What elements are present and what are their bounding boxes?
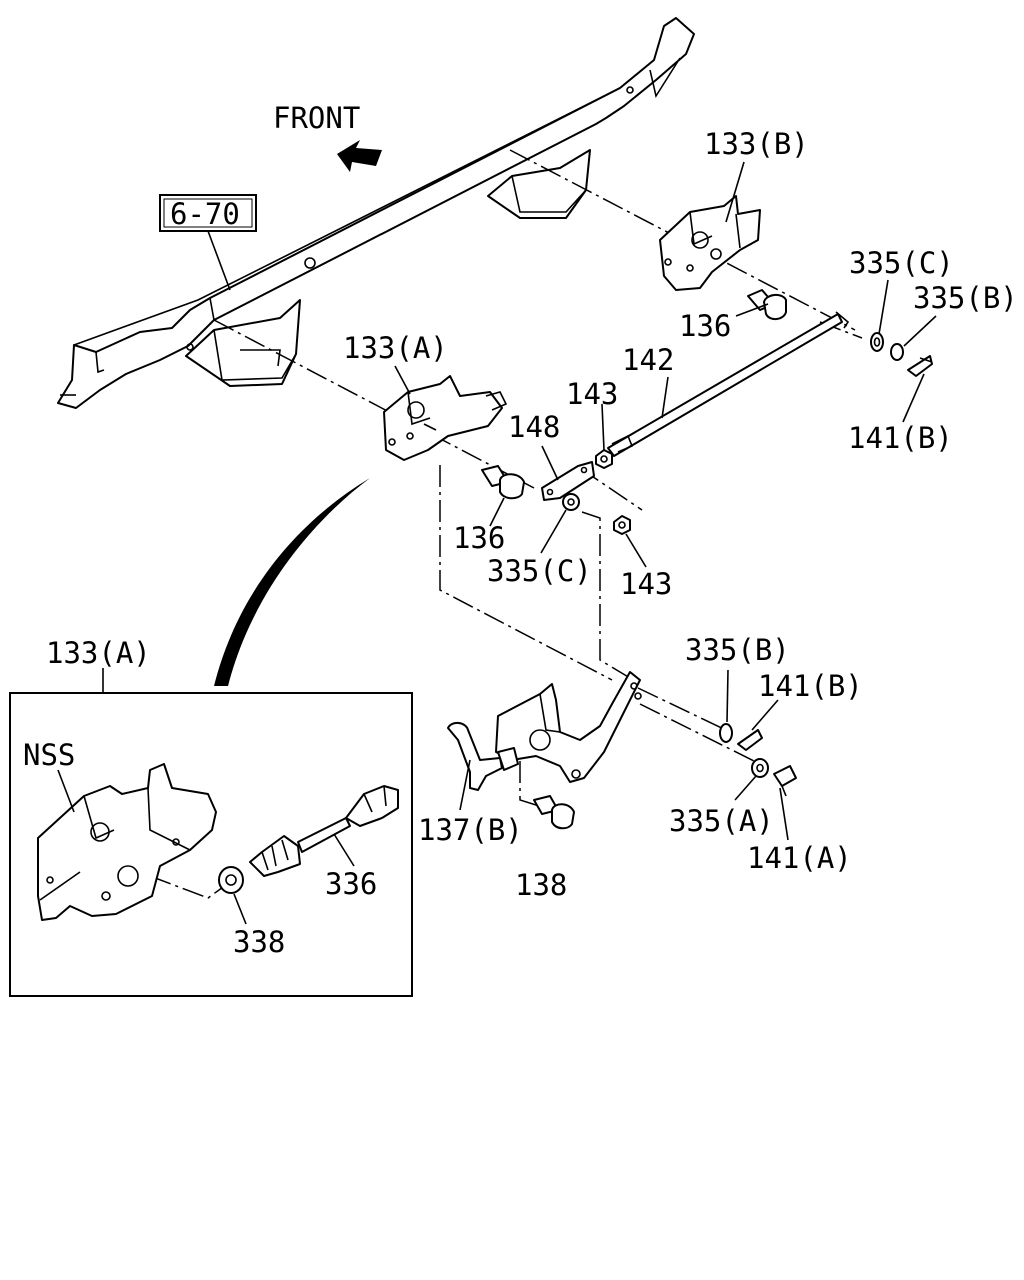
bracket-133a bbox=[383, 375, 508, 461]
reference-label: 6-70 bbox=[170, 197, 240, 231]
callout-336: 336 bbox=[325, 867, 377, 901]
switch-336 bbox=[249, 785, 399, 877]
callout-335a: 335(A) bbox=[669, 804, 774, 838]
link-148 bbox=[541, 461, 595, 501]
callout-335c-mid: 335(C) bbox=[487, 554, 592, 588]
front-arrow-icon bbox=[337, 140, 382, 172]
leader-lines bbox=[57, 161, 937, 925]
washer-335b-low bbox=[719, 723, 733, 743]
callout-133b: 133(B) bbox=[704, 127, 809, 161]
callout-335c-top: 335(C) bbox=[849, 246, 954, 280]
washer-335b-top bbox=[890, 343, 904, 361]
assembly-lines bbox=[149, 149, 863, 899]
washer-335c-top bbox=[870, 332, 884, 352]
callout-136-mid: 136 bbox=[453, 521, 505, 555]
callout-137b: 137(B) bbox=[418, 813, 523, 847]
pedal-assembly bbox=[447, 671, 642, 791]
bracket-133b bbox=[659, 195, 761, 291]
callout-143-mid: 143 bbox=[620, 567, 672, 601]
reference-box: 6-70 bbox=[159, 194, 257, 291]
nut-143-top bbox=[595, 449, 613, 469]
callout-143-top: 143 bbox=[566, 377, 618, 411]
pin-141a bbox=[773, 765, 797, 797]
pin-141b-top bbox=[907, 355, 933, 377]
callout-148: 148 bbox=[508, 410, 560, 444]
callout-141b-low: 141(B) bbox=[758, 669, 863, 703]
nss-bracket bbox=[37, 763, 217, 921]
callout-138: 138 bbox=[515, 868, 567, 902]
callout-335b-low: 335(B) bbox=[685, 633, 790, 667]
callout-141b-top: 141(B) bbox=[848, 421, 953, 455]
washer-335c-mid bbox=[562, 493, 580, 511]
callout-133a: 133(A) bbox=[343, 331, 448, 365]
callout-335b-top: 335(B) bbox=[913, 281, 1018, 315]
crossmember-frame bbox=[57, 17, 695, 409]
bolt-138 bbox=[533, 795, 575, 830]
pin-141b-low bbox=[737, 729, 763, 751]
callout-133a-detail: 133(A) bbox=[46, 636, 151, 670]
callout-338: 338 bbox=[233, 925, 285, 959]
nut-143-mid bbox=[613, 515, 631, 535]
bolt-136-mid bbox=[481, 465, 525, 500]
callout-142: 142 bbox=[622, 343, 674, 377]
detail-frame bbox=[9, 692, 413, 997]
washer-338 bbox=[218, 866, 244, 894]
callout-136-top: 136 bbox=[679, 309, 731, 343]
callout-nss: NSS bbox=[23, 738, 75, 772]
washer-335a bbox=[751, 758, 769, 778]
front-direction-label: FRONT bbox=[273, 101, 360, 135]
callout-141a: 141(A) bbox=[747, 841, 852, 875]
detail-callout-swoosh bbox=[214, 478, 370, 686]
